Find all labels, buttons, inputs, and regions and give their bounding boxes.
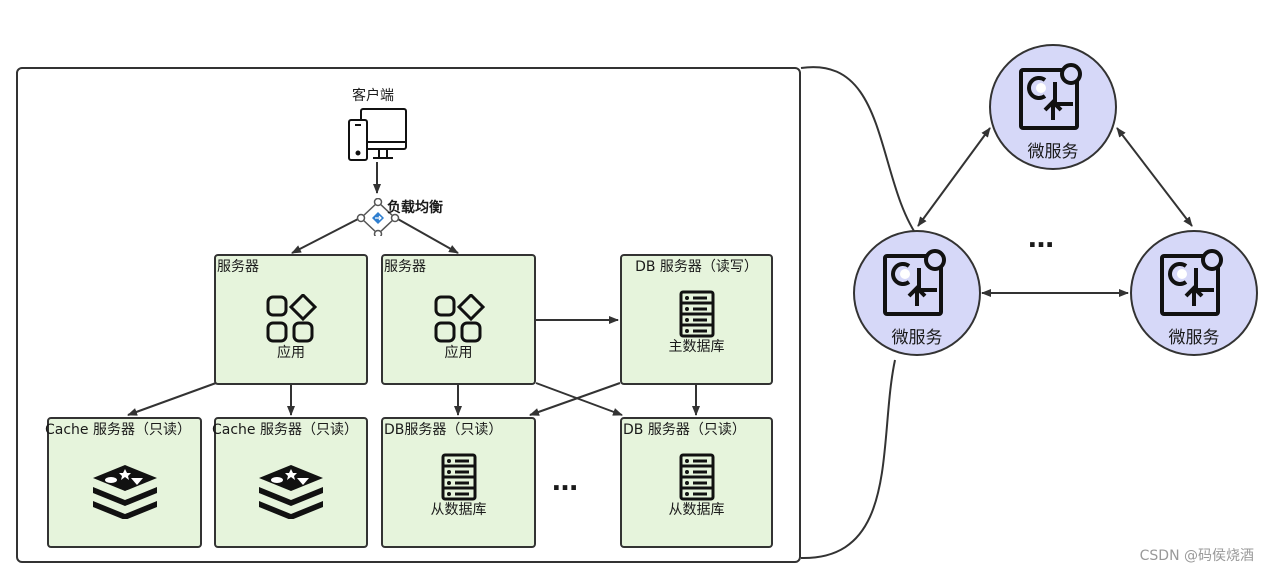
microservice-ellipsis: …	[1028, 224, 1059, 254]
load-balancer-label: 负载均衡	[387, 200, 443, 216]
redis-stack-icon	[92, 465, 157, 519]
microservice-label: 微服务	[891, 328, 943, 348]
replica-ellipsis: …	[552, 467, 583, 497]
client-devices-icon	[348, 108, 407, 161]
arrow-dbmaster-to-replica1	[529, 382, 621, 416]
app-server-caption: 应用	[444, 345, 473, 361]
app-server-title: 服务器	[217, 259, 259, 275]
database-server-icon	[679, 453, 714, 501]
arrow-lb-to-app1	[291, 217, 361, 254]
bracket-curve-bottom	[800, 359, 896, 560]
database-server-icon	[441, 453, 476, 501]
load-balancer-icon	[356, 198, 400, 236]
app-server-1: 服务器 应用	[214, 254, 368, 385]
db-master-title: DB 服务器（读写）	[635, 259, 758, 275]
db-replica-2: DB 服务器（只读） 从数据库	[620, 417, 773, 548]
watermark: CSDN @码侯烧酒	[1139, 548, 1254, 564]
microservice-label: 微服务	[1168, 328, 1220, 348]
db-replica-title: DB 服务器（只读）	[623, 422, 746, 438]
db-replica-caption: 从数据库	[668, 502, 725, 518]
cache-server-1: Cache 服务器（只读）	[45, 417, 202, 548]
microservice-icon	[1160, 249, 1223, 316]
client-label: 客户端	[352, 88, 394, 104]
arrow-lb-to-app2	[395, 217, 459, 254]
db-master-server: DB 服务器（读写） 主数据库	[620, 254, 773, 385]
microservice-top: 微服务	[989, 44, 1117, 170]
cache-server-title: Cache 服务器（只读）	[45, 422, 191, 438]
cache-server-title: Cache 服务器（只读）	[212, 422, 358, 438]
link-ms-top-to-left	[917, 127, 991, 227]
db-master-caption: 主数据库	[668, 339, 725, 355]
microservice-icon	[883, 249, 946, 316]
app-server-title: 服务器	[384, 259, 426, 275]
db-replica-1: DB服务器（只读） 从数据库	[381, 417, 536, 548]
database-server-icon	[679, 290, 714, 338]
app-grid-icon	[266, 294, 317, 343]
arrow-app2-to-replica2	[535, 382, 623, 416]
monolith-frame	[16, 67, 801, 563]
link-ms-top-to-right	[1116, 127, 1193, 227]
app-grid-icon	[434, 294, 485, 343]
app-server-caption: 应用	[277, 345, 305, 361]
db-replica-title: DB服务器（只读）	[384, 422, 503, 438]
app-server-2: 服务器 应用	[381, 254, 536, 385]
db-replica-caption: 从数据库	[430, 502, 487, 518]
bracket-curve-top	[800, 66, 921, 241]
arrow-app1-to-cache1	[127, 382, 217, 416]
redis-stack-icon	[259, 465, 323, 519]
microservice-icon	[1019, 63, 1082, 130]
microservice-left: 微服务	[853, 230, 981, 356]
cache-server-2: Cache 服务器（只读）	[212, 417, 368, 548]
microservice-right: 微服务	[1130, 230, 1258, 356]
microservice-label: 微服务	[1027, 142, 1079, 162]
